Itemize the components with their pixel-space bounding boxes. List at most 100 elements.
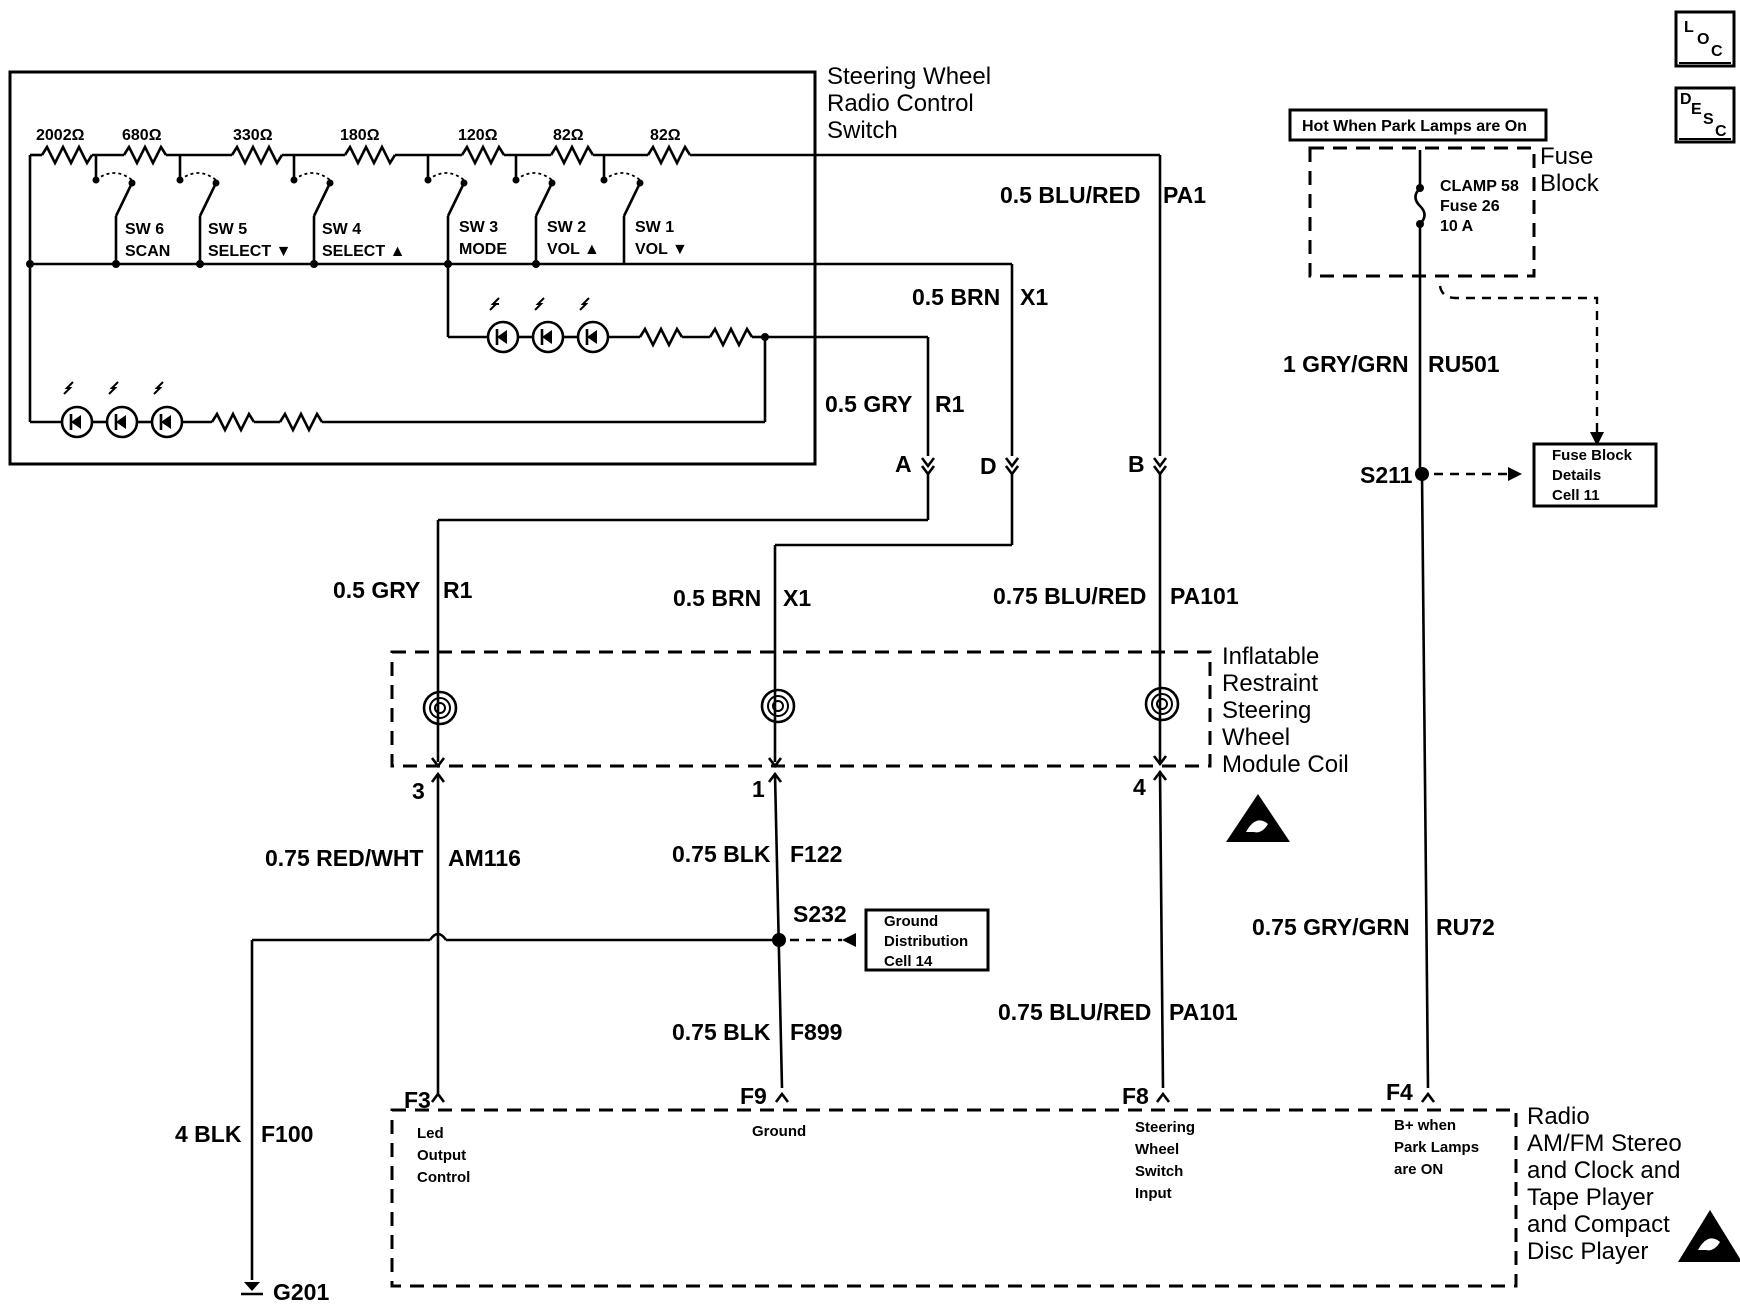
fuse-block-title: Fuse Block — [1540, 143, 1600, 197]
splice-s232: S232 — [793, 901, 847, 927]
desc-icon: D E S C — [1674, 86, 1736, 144]
pin-f3: F3 — [404, 1087, 431, 1113]
wire-pa1-size: 0.5 BLU/RED — [1000, 182, 1141, 208]
svg-text:C: C — [1711, 43, 1723, 60]
coil-pin-3: 3 — [412, 778, 425, 804]
wire-ru501 — [1415, 276, 1522, 1089]
wire-am116-size: 0.75 RED/WHT — [265, 845, 423, 871]
resistor-2002: 2002Ω — [36, 127, 85, 144]
fuse-details-box — [1532, 442, 1658, 508]
fuse-label: CLAMP 58 Fuse 26 10 A — [1440, 178, 1523, 235]
wire-f100-circuit: F100 — [261, 1121, 313, 1147]
wire-pa101u-circuit: PA101 — [1170, 583, 1239, 609]
fuse-icon — [1414, 150, 1426, 276]
wire-ru72-circuit: RU72 — [1436, 914, 1495, 940]
ground-dist-label: Ground Distribution Cell 14 — [884, 913, 972, 970]
resistor-82a: 82Ω — [553, 127, 584, 144]
radio-connectors — [430, 1088, 1436, 1103]
wire-ru501-circuit: RU501 — [1428, 351, 1500, 377]
f3-desc: Led Output Control — [417, 1125, 470, 1186]
f4-desc: B+ when Park Lamps are ON — [1394, 1117, 1483, 1178]
coil-title: Inflatable Restraint Steering Wheel Modu… — [1222, 643, 1349, 778]
fuse-banner: Hot When Park Lamps are On — [1302, 118, 1527, 135]
resistor-180: 180Ω — [340, 127, 380, 144]
f8-desc: Steering Wheel Switch Input — [1135, 1119, 1199, 1202]
esd-warning-icon-radio — [1678, 1210, 1740, 1262]
wire-x1l-circuit: X1 — [783, 585, 811, 611]
common-bus — [26, 260, 1012, 268]
esd-warning-icon — [1226, 794, 1290, 842]
wire-x1 — [773, 264, 1020, 762]
ground-g201: G201 — [273, 1279, 329, 1305]
fuse-details-label: Fuse Block Details Cell 11 — [1552, 447, 1636, 504]
wire-x1l-size: 0.5 BRN — [673, 585, 761, 611]
wire-r1 — [436, 335, 936, 762]
led-string-lower — [28, 264, 767, 439]
connector-a: A — [895, 451, 912, 477]
coil-pin-4: 4 — [1133, 774, 1146, 800]
svg-text:S: S — [1703, 111, 1714, 128]
fuse-dashed-ref — [1438, 285, 1604, 446]
radio-box — [390, 1108, 1518, 1288]
wire-x1u-circuit: X1 — [1020, 284, 1048, 310]
connector-d: D — [980, 453, 997, 479]
wire-pa1-circuit: PA1 — [1163, 182, 1206, 208]
resistor-82b: 82Ω — [650, 127, 681, 144]
switch-assembly-box — [8, 70, 817, 466]
loc-icon: L O C — [1674, 10, 1736, 68]
wire-pa101u-size: 0.75 BLU/RED — [993, 583, 1146, 609]
wire-ru501-size: 1 GRY/GRN — [1283, 351, 1409, 377]
wire-f100-size: 4 BLK — [175, 1121, 242, 1147]
svg-text:C: C — [1715, 123, 1727, 140]
wire-r1l-size: 0.5 GRY — [333, 577, 420, 603]
coil-outputs — [430, 769, 1168, 1089]
wire-f122-size: 0.75 BLK — [672, 841, 771, 867]
wire-r1u-circuit: R1 — [935, 391, 965, 417]
connector-b: B — [1128, 451, 1145, 477]
svg-text:E: E — [1691, 101, 1702, 118]
coil-spirals — [422, 686, 1180, 769]
fuse-block-box — [1308, 146, 1536, 278]
svg-text:O: O — [1697, 31, 1709, 48]
ground-bus — [241, 932, 856, 1296]
wire-pa1 — [1152, 155, 1168, 762]
pin-f9: F9 — [740, 1083, 767, 1109]
resistor-120: 120Ω — [458, 127, 498, 144]
coil-pin-1: 1 — [752, 776, 765, 802]
svg-text:D: D — [1680, 91, 1692, 108]
resistor-ladder — [28, 144, 1160, 264]
wire-x1u-size: 0.5 BRN — [912, 284, 1000, 310]
wire-am116-circuit: AM116 — [448, 845, 521, 871]
switch-title: Steering Wheel Radio Control Switch — [827, 63, 998, 144]
resistor-330: 330Ω — [233, 127, 273, 144]
resistor-labels: 2002Ω 680Ω 330Ω 180Ω 120Ω 82Ω 82Ω — [36, 127, 681, 144]
wire-f899-circuit: F899 — [790, 1019, 842, 1045]
svg-text:L: L — [1684, 19, 1694, 36]
radio-title: Radio AM/FM Stereo and Clock and Tape Pl… — [1527, 1103, 1688, 1265]
pin-f8: F8 — [1122, 1083, 1149, 1109]
f9-desc: Ground — [752, 1123, 806, 1140]
switches — [92, 155, 644, 264]
splice-s211: S211 — [1360, 462, 1413, 488]
wire-pa101l-circuit: PA101 — [1169, 999, 1238, 1025]
pin-f4: F4 — [1386, 1079, 1413, 1105]
wire-f122-circuit: F122 — [790, 841, 842, 867]
coil-box — [390, 650, 1212, 768]
ground-dist-box — [864, 908, 990, 972]
wire-r1u-size: 0.5 GRY — [825, 391, 912, 417]
wire-r1l-circuit: R1 — [443, 577, 473, 603]
resistor-680: 680Ω — [122, 127, 162, 144]
wire-pa101l-size: 0.75 BLU/RED — [998, 999, 1151, 1025]
wire-ru72-size: 0.75 GRY/GRN — [1252, 914, 1410, 940]
led-string-upper — [446, 264, 769, 354]
wire-f899-size: 0.75 BLK — [672, 1019, 771, 1045]
fuse-banner-box — [1288, 108, 1548, 142]
